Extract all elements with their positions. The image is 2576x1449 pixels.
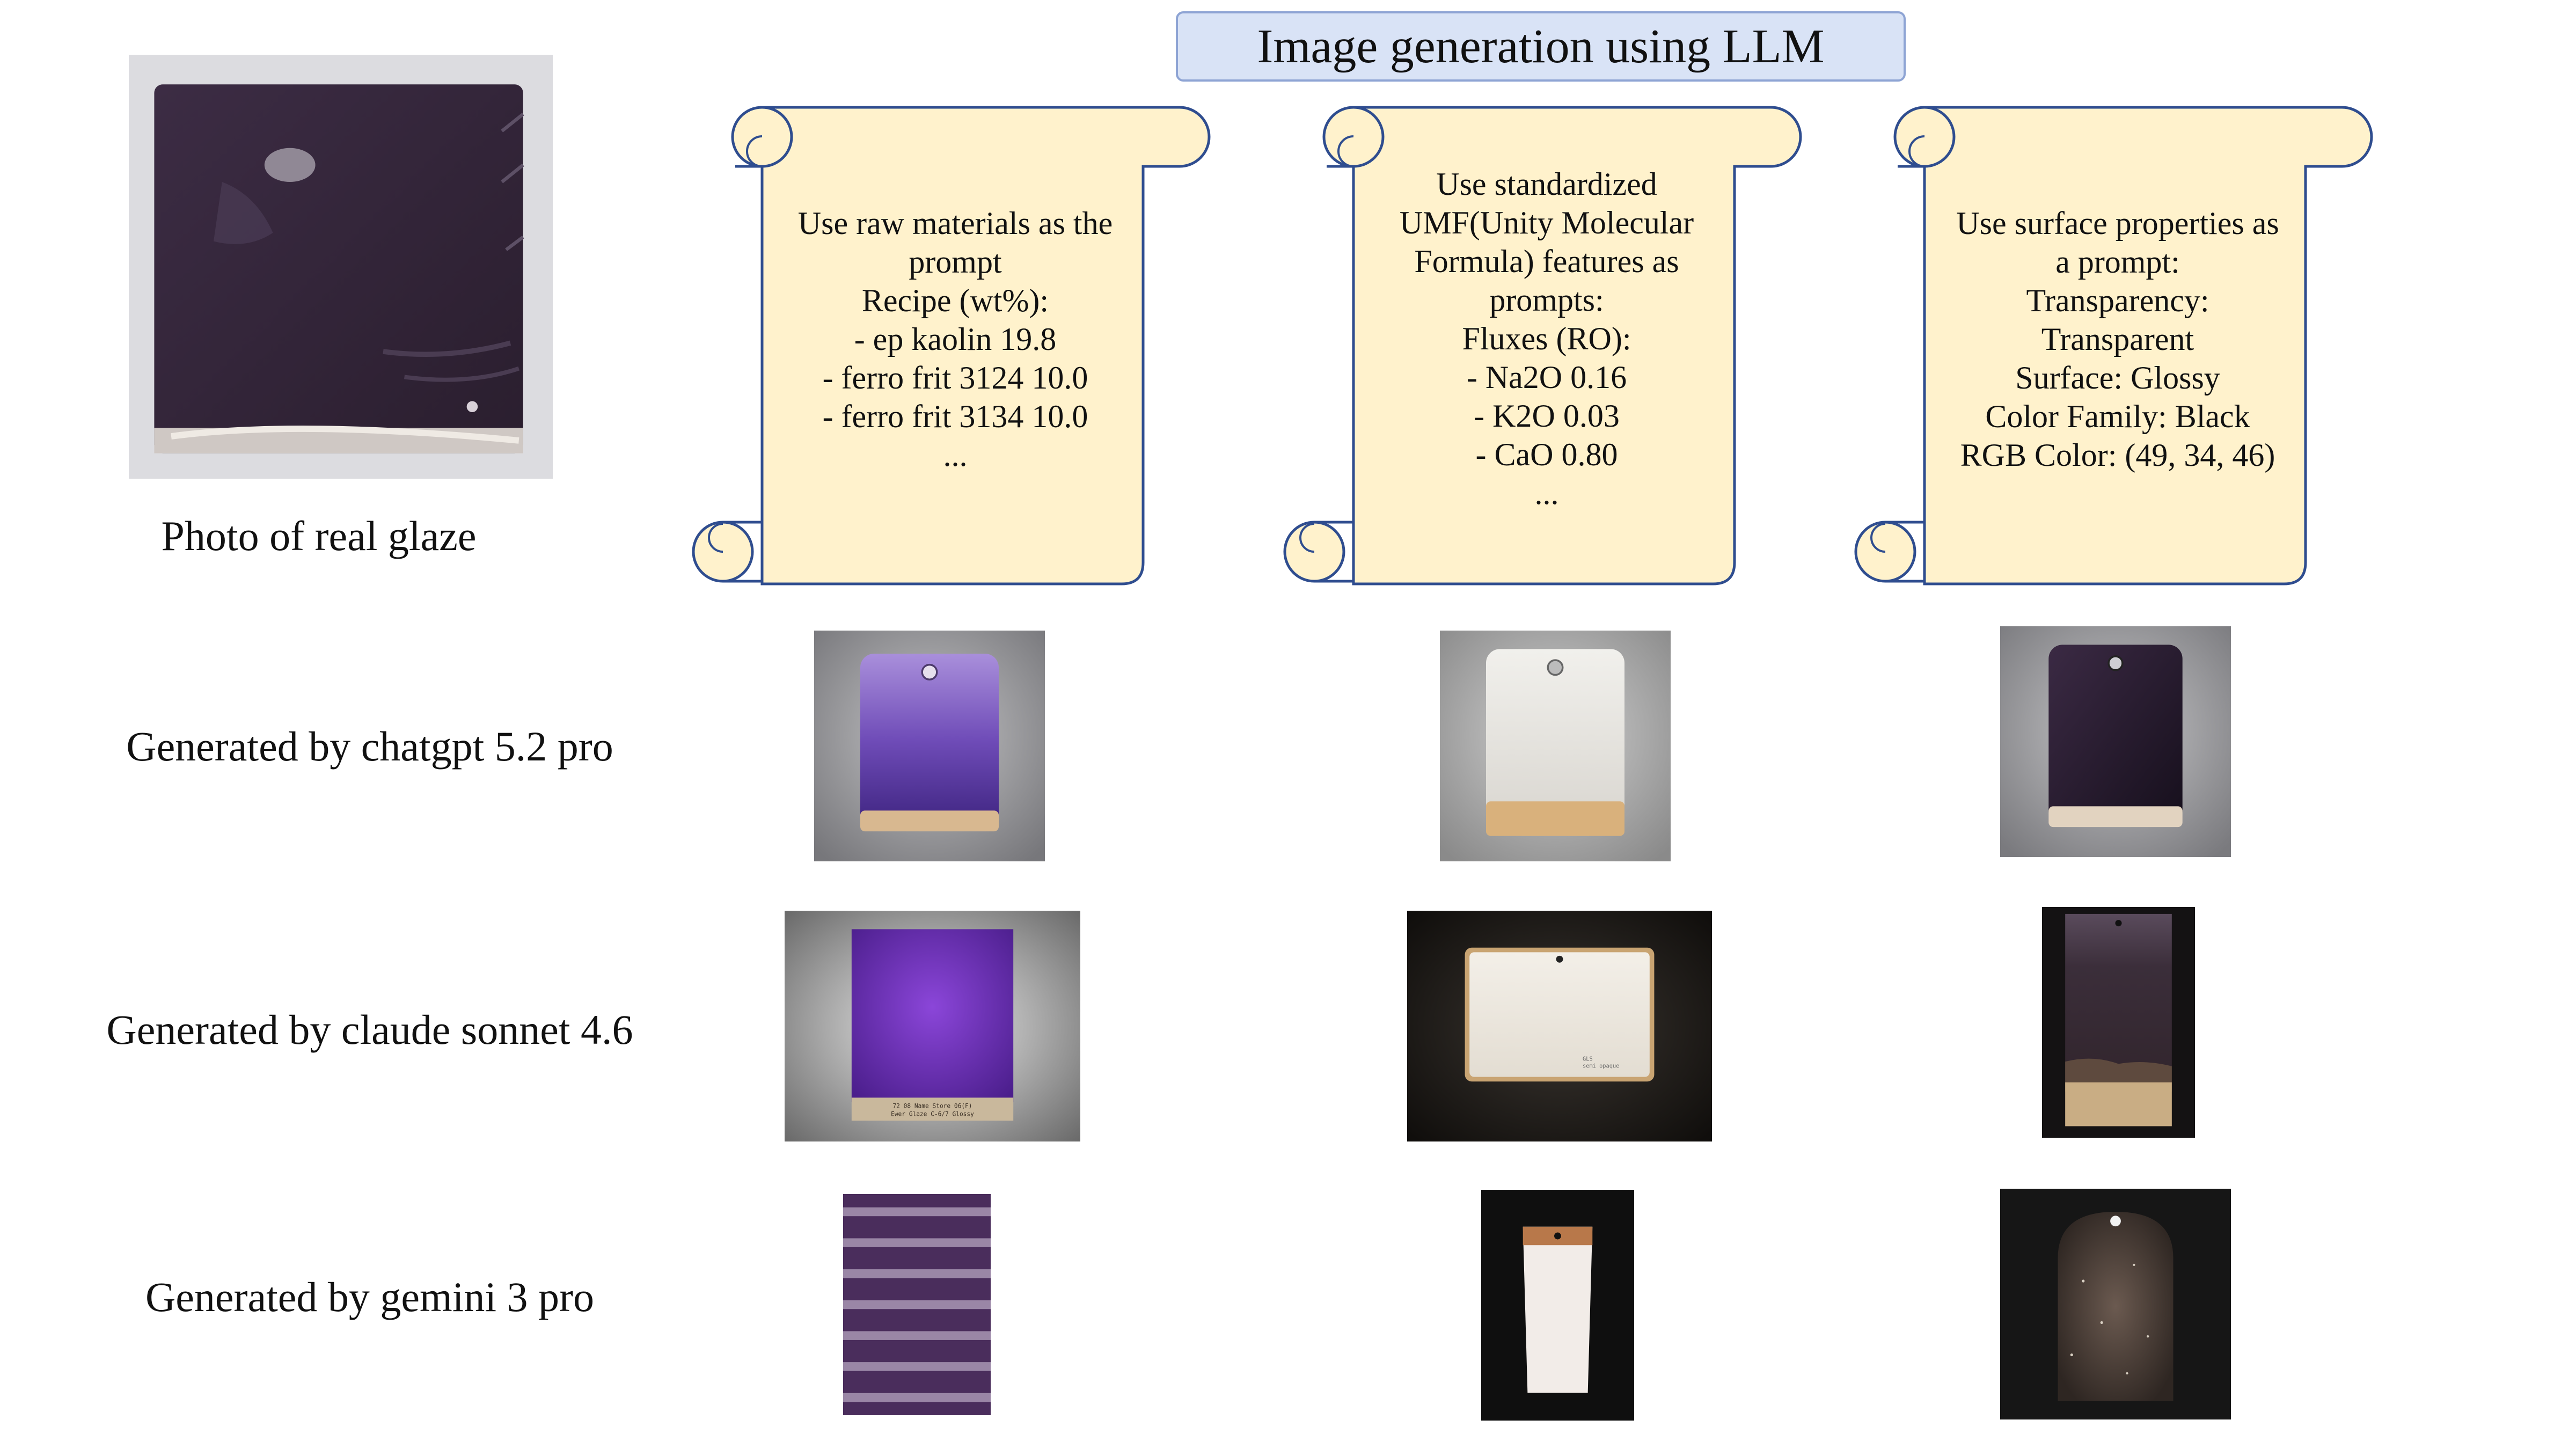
prompt-line: Use standardized <box>1436 166 1657 202</box>
prompt-line: - ferro frit 3124 10.0 <box>822 360 1088 396</box>
prompt-scroll-raw-materials: Use raw materials as the prompt Recipe (… <box>692 102 1245 586</box>
prompt-line: Formula) features as <box>1414 244 1679 279</box>
prompt-scroll-surface-properties: Use surface properties as a prompt: Tran… <box>1854 102 2407 586</box>
prompt-line: ... <box>943 437 968 473</box>
chatgpt-image-surface-properties <box>2000 626 2231 857</box>
prompt-line: ... <box>1534 475 1559 511</box>
prompt-line: Use surface properties as <box>1956 206 2279 241</box>
prompt-text-3: Use surface properties as a prompt: Tran… <box>1935 204 2300 474</box>
prompt-text-1: Use raw materials as the prompt Recipe (… <box>773 204 1138 474</box>
gemini-image-raw-materials <box>843 1194 991 1415</box>
prompt-line: prompt <box>909 244 1002 280</box>
prompt-line: Transparency: <box>2026 283 2209 318</box>
chatgpt-image-umf <box>1440 631 1671 861</box>
scroll-shape <box>1854 106 2373 586</box>
prompt-line: prompts: <box>1489 282 1604 318</box>
real-glaze-photo <box>129 55 553 479</box>
row-label-claude: Generated by claude sonnet 4.6 <box>106 1006 633 1053</box>
row-label-gemini: Generated by gemini 3 pro <box>145 1274 595 1320</box>
row-label-chatgpt: Generated by chatgpt 5.2 pro <box>126 723 613 770</box>
prompt-line: UMF(Unity Molecular <box>1399 205 1694 240</box>
scroll-shape <box>692 106 1211 586</box>
prompt-line: - K2O 0.03 <box>1474 398 1620 434</box>
row-label-real-glaze: Photo of real glaze <box>161 513 477 559</box>
prompt-line: Color Family: Black <box>1985 399 2250 434</box>
prompt-line: Surface: Glossy <box>2015 360 2220 396</box>
tile-caption: GLS <box>1583 1056 1593 1063</box>
prompt-line: - Na2O 0.16 <box>1466 360 1627 395</box>
tile-caption: Ewer Glaze C-6/7 Glossy <box>891 1111 974 1118</box>
prompt-scroll-umf: Use standardized UMF(Unity Molecular For… <box>1283 102 1836 586</box>
prompt-line: Transparent <box>2041 321 2194 357</box>
tile-caption: 72 08 Name Store 06(F) <box>892 1103 972 1110</box>
prompt-line: Recipe (wt%): <box>861 283 1049 318</box>
prompt-line: RGB Color: (49, 34, 46) <box>1960 437 2275 473</box>
claude-image-raw-materials: 72 08 Name Store 06(F) Ewer Glaze C-6/7 … <box>785 911 1080 1141</box>
prompt-line: - CaO 0.80 <box>1475 437 1618 472</box>
diagram-title: Image generation using LLM <box>1176 11 1906 82</box>
gemini-image-surface-properties <box>2000 1189 2231 1419</box>
prompt-line: Use raw materials as the <box>797 206 1113 241</box>
tile-caption: semi opaque <box>1583 1063 1619 1069</box>
claude-image-surface-properties <box>2042 907 2195 1138</box>
prompt-line: a prompt: <box>2055 244 2180 280</box>
scroll-shape <box>1283 106 1802 586</box>
gemini-image-umf <box>1481 1190 1634 1421</box>
claude-image-umf: GLS semi opaque <box>1407 911 1712 1141</box>
prompt-line: - ferro frit 3134 10.0 <box>822 399 1088 434</box>
prompt-line: - ep kaolin 19.8 <box>854 321 1057 357</box>
prompt-text-2: Use standardized UMF(Unity Molecular For… <box>1364 165 1729 513</box>
chatgpt-image-raw-materials <box>814 631 1045 861</box>
prompt-line: Fluxes (RO): <box>1462 321 1631 356</box>
